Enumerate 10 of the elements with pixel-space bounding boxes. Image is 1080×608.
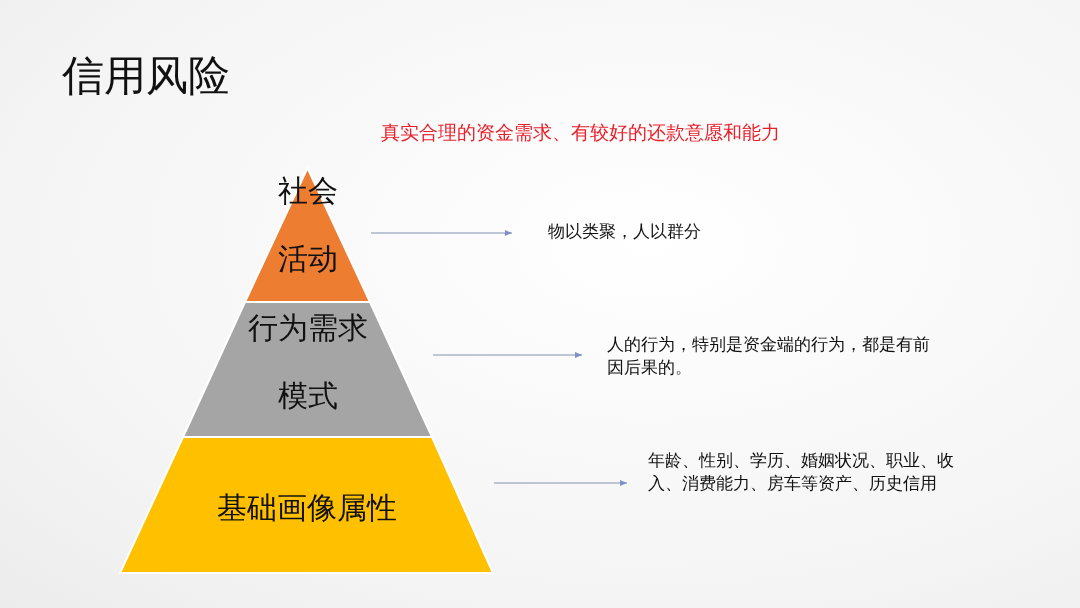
tier-label: 行为需求模式 (246, 309, 369, 415)
description-text: 年龄、性别、学历、婚姻状况、职业、收入、消费能力、房车等资产、历史信用 (648, 449, 955, 495)
slide-title: 信用风险 (62, 50, 230, 102)
tier-label: 基础画像属性 (215, 489, 398, 527)
description-text: 物以类聚，人以群分 (548, 220, 702, 243)
description-text: 人的行为，特别是资金端的行为，都是有前因后果的。 (607, 333, 931, 379)
arrow (432, 352, 583, 358)
arrow (370, 230, 513, 236)
headline-note: 真实合理的资金需求、有较好的还款意愿和能力 (379, 120, 781, 145)
arrow (493, 480, 628, 486)
